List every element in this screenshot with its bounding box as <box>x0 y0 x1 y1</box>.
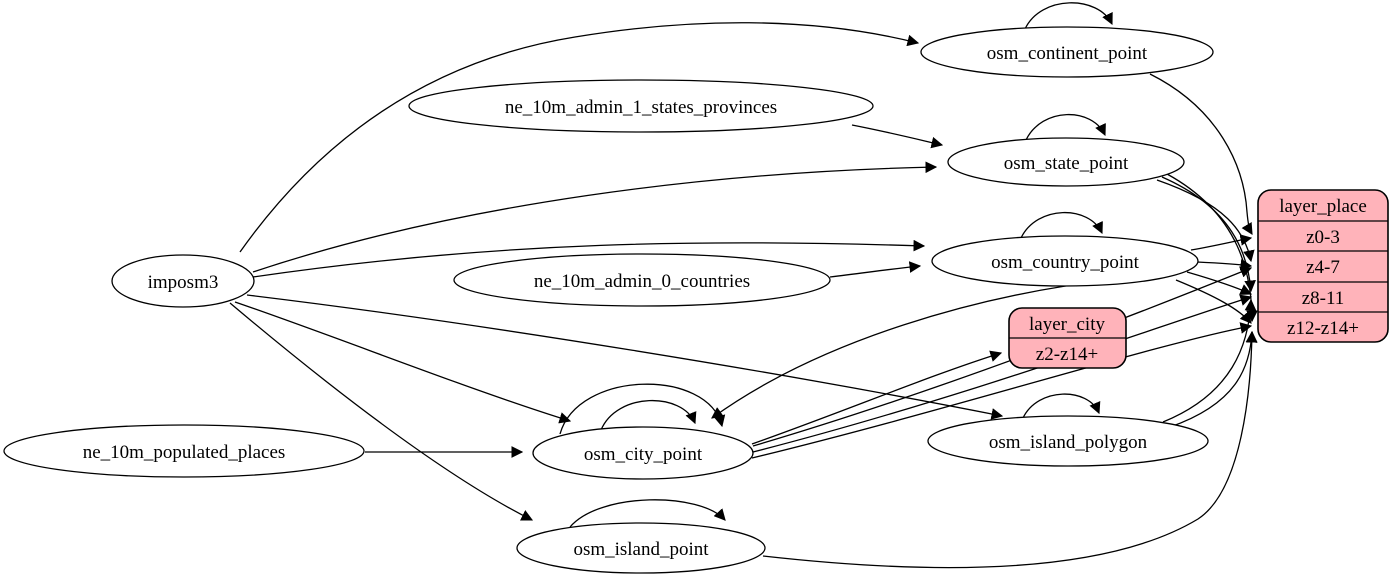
edge-osm_island_polygon-layer_place-z8-11 <box>1162 298 1257 423</box>
node-ne_10m_populated_places-label: ne_10m_populated_places <box>83 442 286 463</box>
node-osm_island_point-shape <box>516 522 766 574</box>
node-osm_city_point-label: osm_city_point <box>584 444 703 465</box>
edge-imposm3-osm_state_point <box>252 161 938 273</box>
record-layer_place-row-z4-7: z4-7 <box>1306 257 1340 278</box>
node-imposm3-label: imposm3 <box>148 272 219 293</box>
record-layer_city: layer_city z2-z14+ <box>1008 307 1127 369</box>
node-ne_10m_populated_places-shape <box>3 424 365 478</box>
record-layer_city-title: layer_city <box>1029 314 1105 335</box>
node-osm_island_polygon-shape <box>927 415 1209 467</box>
edge-osm_country_point-layer_place-z12-z14 <box>1175 279 1252 324</box>
node-osm_continent_point-label: osm_continent_point <box>987 43 1148 64</box>
edge-osm_state_point-layer_place-z4-7 <box>1156 179 1255 263</box>
selfloop-osm_island_polygon <box>1022 393 1101 419</box>
node-ne_10m_admin_1_states_provinces-label: ne_10m_admin_1_states_provinces <box>505 97 777 118</box>
node-osm_island_point-label: osm_island_point <box>573 539 709 560</box>
node-osm_continent_point-shape <box>920 26 1214 78</box>
node-osm_city_point-shape <box>532 426 754 480</box>
record-layer_place-box <box>1257 189 1389 343</box>
node-osm_country_point-label: osm_country_point <box>991 252 1139 273</box>
edge-osm_city_point-layer_city-z2-z14 <box>751 350 1003 445</box>
selfloop-osm_city_point-inner <box>600 399 697 431</box>
node-ne_10m_admin_0_countries-shape <box>453 253 831 307</box>
record-layer_city-row-z2-z14: z2-z14+ <box>1036 344 1098 365</box>
selfloop-osm_city_point-outer <box>559 383 726 435</box>
edge-osm_island_point-layer_place-z12-z14 <box>762 330 1258 569</box>
node-ne_10m_admin_0_countries-label: ne_10m_admin_0_countries <box>534 271 750 292</box>
node-ne_10m_admin_1_states_provinces-shape <box>408 79 874 133</box>
node-osm_island_polygon: osm_island_polygon <box>927 415 1209 467</box>
record-layer_place: layer_place z0-3 z4-7 z8-11 z12-z14+ <box>1257 189 1389 343</box>
edges <box>229 2 1258 569</box>
record-layer_place-title: layer_place <box>1279 196 1367 217</box>
edge-imposm3-osm_continent_point <box>239 22 920 253</box>
edge-osm_country_point-osm_city_point <box>711 278 1119 419</box>
selfloop-osm_continent_point <box>1024 2 1113 30</box>
node-imposm3: imposm3 <box>111 254 255 308</box>
node-osm_country_point: osm_country_point <box>931 235 1199 287</box>
record-layer_place-row-z12-z14: z12-z14+ <box>1287 318 1359 339</box>
edge-osm_island_polygon-layer_place-z12-z14 <box>1169 330 1258 428</box>
node-osm_state_point: osm_state_point <box>947 137 1185 187</box>
edge-ne_10m_admin_1_states_provinces-osm_state_point <box>851 124 944 149</box>
edge-osm_country_point-layer_place-z8-11 <box>1186 271 1253 295</box>
selfloop-osm_country_point <box>1020 211 1103 239</box>
node-ne_10m_admin_1_states_provinces: ne_10m_admin_1_states_provinces <box>408 79 874 133</box>
record-layer_place-row-z0-3: z0-3 <box>1306 227 1340 248</box>
node-osm_city_point: osm_city_point <box>532 426 754 480</box>
edge-imposm3-osm_country_point <box>252 239 926 278</box>
edge-imposm3-osm_city_point <box>234 301 572 424</box>
edge-osm_state_point-layer_place-z12-z14 <box>1166 173 1258 323</box>
edge-osm_continent_point-layer_place-z0-3 <box>1149 73 1253 236</box>
edge-osm_country_point-layer_place-z0-3 <box>1190 234 1253 251</box>
node-osm_island_point: osm_island_point <box>516 522 766 574</box>
node-ne_10m_admin_0_countries: ne_10m_admin_0_countries <box>453 253 831 307</box>
edge-osm_country_point-layer_place-z4-7 <box>1196 258 1253 271</box>
edge-osm_state_point-layer_place-z8-11 <box>1161 176 1256 293</box>
edge-osm_city_point-layer_place-z12-z14 <box>751 322 1253 459</box>
node-osm_state_point-shape <box>947 137 1185 187</box>
node-osm_continent_point: osm_continent_point <box>920 26 1214 78</box>
record-layer_place-row-z8-11: z8-11 <box>1302 288 1345 309</box>
edge-imposm3-osm_island_polygon <box>246 294 1004 420</box>
edge-imposm3-osm_island_point <box>229 302 534 521</box>
node-imposm3-shape <box>111 254 255 308</box>
node-osm_country_point-shape <box>931 235 1199 287</box>
node-osm_state_point-label: osm_state_point <box>1004 153 1129 174</box>
node-osm_island_polygon-label: osm_island_polygon <box>989 432 1148 453</box>
node-ne_10m_populated_places: ne_10m_populated_places <box>3 424 365 478</box>
selfloop-osm_island_point <box>569 499 726 528</box>
edge-ne_10m_admin_0_countries-osm_country_point <box>829 261 922 278</box>
selfloop-osm_state_point <box>1025 113 1106 141</box>
